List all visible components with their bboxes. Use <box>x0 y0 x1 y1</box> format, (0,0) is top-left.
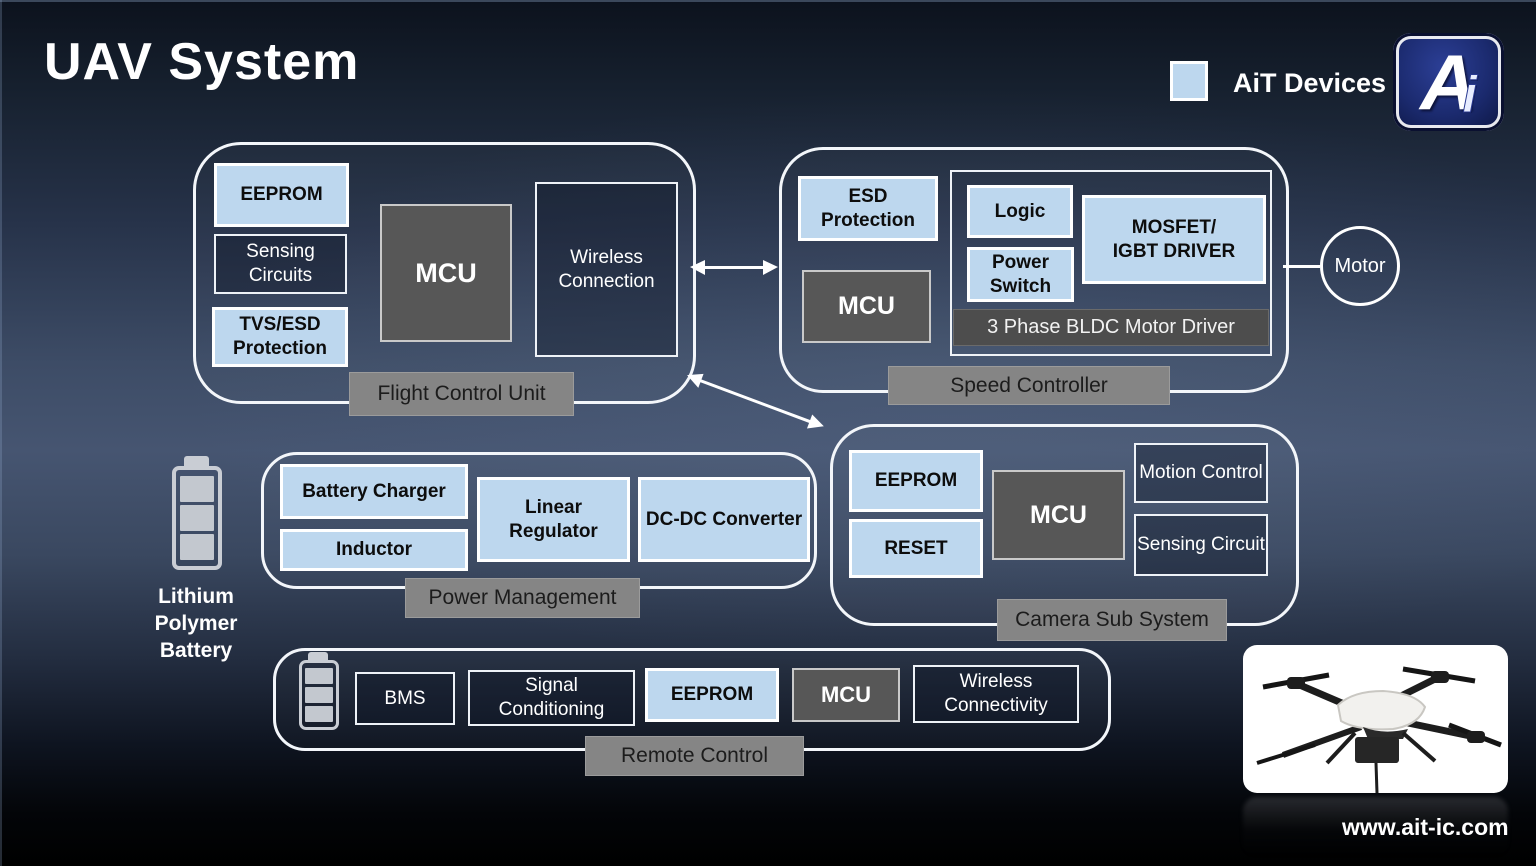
cam-motion-control-box: Motion Control <box>1134 443 1268 503</box>
sc-esd-protection-box: ESD Protection <box>798 176 938 241</box>
pm-linear-regulator-box: Linear Regulator <box>477 477 630 562</box>
cam-reset-box: RESET <box>849 519 983 578</box>
drone-reflection <box>1243 797 1508 857</box>
motor-connector-line <box>1283 265 1320 268</box>
fcu-camera-arrow-icon <box>699 379 812 424</box>
rc-mcu-box: MCU <box>792 668 900 722</box>
logo-letter-i: i <box>1462 66 1477 124</box>
remote-control-label-bar: Remote Control <box>585 736 804 776</box>
sc-mcu-box: MCU <box>802 270 931 343</box>
website-url: www.ait-ic.com <box>1342 814 1509 840</box>
lithium-battery-icon <box>172 466 222 570</box>
remote-battery-icon <box>299 660 339 730</box>
camera-subsystem-label-bar: Camera Sub System <box>997 599 1227 641</box>
rc-signal-conditioning-box: Signal Conditioning <box>468 670 635 726</box>
fcu-speed-controller-arrow-icon <box>690 260 778 275</box>
remote-battery-cap-icon <box>308 652 328 661</box>
cam-eeprom-box: EEPROM <box>849 450 983 512</box>
rc-eeprom-box: EEPROM <box>645 668 779 722</box>
sc-logic-box: Logic <box>967 185 1073 238</box>
ait-logo-icon: A i <box>1393 33 1504 131</box>
fcu-mcu-box: MCU <box>380 204 512 342</box>
device-color-swatch-icon <box>1170 61 1208 101</box>
lithium-battery-cap-icon <box>184 456 209 467</box>
pm-inductor-box: Inductor <box>280 529 468 571</box>
bldc-driver-label-bar: 3 Phase BLDC Motor Driver <box>953 309 1269 346</box>
fcu-label-bar: Flight Control Unit <box>349 372 574 416</box>
pm-battery-charger-box: Battery Charger <box>280 464 468 519</box>
sc-mosfet-igbt-driver-box: MOSFET/ IGBT DRIVER <box>1082 195 1266 284</box>
drone-image <box>1256 666 1502 794</box>
legend-label: AiT Devices <box>1233 68 1387 98</box>
lithium-battery-caption: Lithium Polymer Battery <box>154 585 238 662</box>
fcu-tvs-esd-box: TVS/ESD Protection <box>212 307 348 367</box>
power-management-label-bar: Power Management <box>405 578 640 618</box>
cam-sensing-circuit-box: Sensing Circuit <box>1134 514 1268 576</box>
rc-bms-box: BMS <box>355 672 455 725</box>
fcu-eeprom-box: EEPROM <box>214 163 349 227</box>
fcu-sensing-circuits-box: Sensing Circuits <box>214 234 347 294</box>
pm-dcdc-converter-box: DC-DC Converter <box>638 477 810 562</box>
bldc-driver-group <box>950 170 1272 356</box>
rc-wireless-connectivity-box: Wireless Connectivity <box>913 665 1079 723</box>
mosfet-line-1: MOSFET/ <box>1131 216 1217 238</box>
speed-controller-label-bar: Speed Controller <box>888 366 1170 405</box>
fcu-wireless-connection-box: Wireless Connection <box>535 182 678 357</box>
cam-mcu-box: MCU <box>992 470 1125 560</box>
logo-letter-a: A <box>1420 38 1477 126</box>
page-title: UAV System <box>44 33 360 91</box>
sc-power-switch-box: Power Switch <box>967 247 1074 302</box>
mosfet-line-2: IGBT DRIVER <box>1112 240 1236 262</box>
motor-circle: Motor <box>1320 226 1400 306</box>
drone-photo-card <box>1243 645 1508 794</box>
